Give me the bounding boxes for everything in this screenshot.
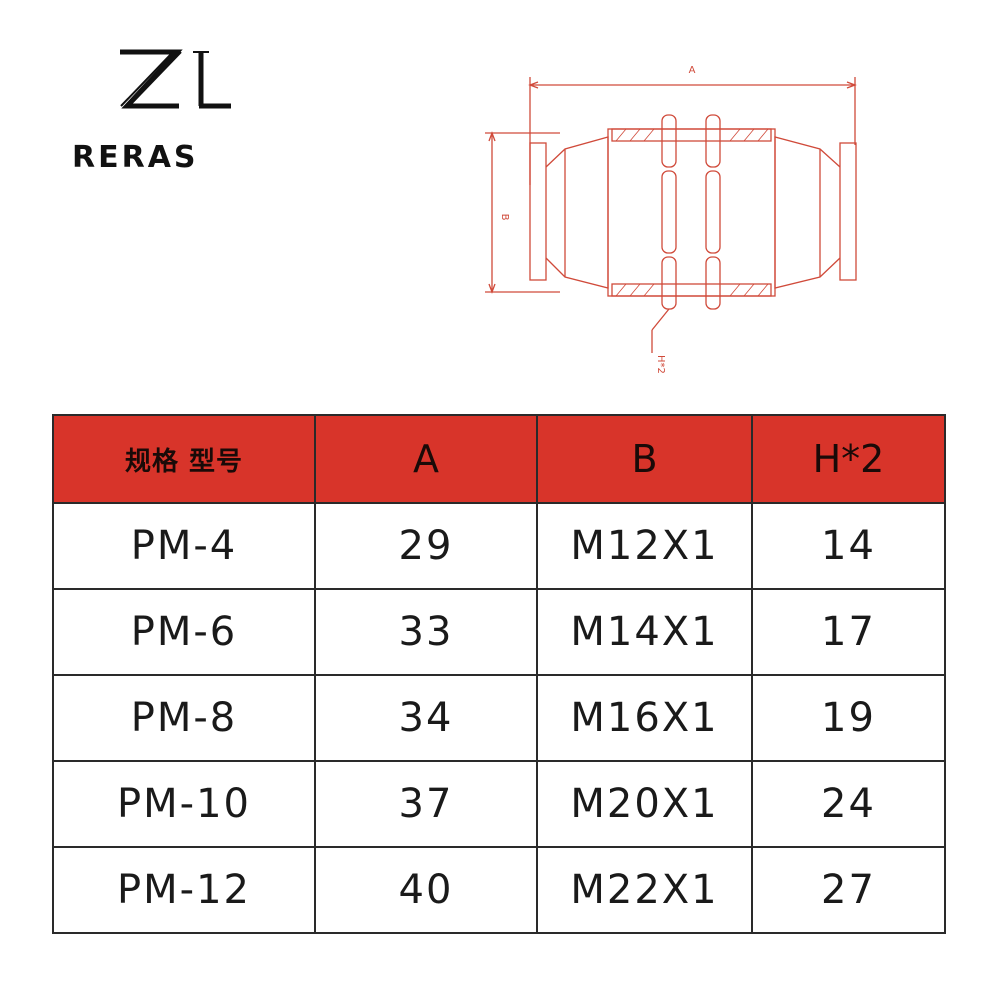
cell-h: 14 — [751, 502, 946, 590]
header-h: H*2 — [751, 414, 946, 504]
table-header-row: 规格 型号 A B H*2 — [52, 414, 946, 504]
cell-b: M22X1 — [536, 846, 753, 934]
dimension-a-label: A — [689, 65, 696, 76]
cell-b: M12X1 — [536, 502, 753, 590]
cell-model: PM-6 — [52, 588, 316, 676]
cell-model: PM-12 — [52, 846, 316, 934]
table-row: PM-8 34 M16X1 19 — [52, 674, 946, 762]
specification-table: 规格 型号 A B H*2 PM-4 29 M12X1 14 PM-6 33 M… — [52, 414, 946, 934]
table-row: PM-12 40 M22X1 27 — [52, 846, 946, 934]
cell-model: PM-10 — [52, 760, 316, 848]
brand-logo-mark: ZL — [115, 48, 235, 110]
cell-h: 24 — [751, 760, 946, 848]
cell-a: 34 — [314, 674, 538, 762]
header-a: A — [314, 414, 538, 504]
cell-h: 19 — [751, 674, 946, 762]
cell-a: 37 — [314, 760, 538, 848]
cell-b: M16X1 — [536, 674, 753, 762]
cell-h: 27 — [751, 846, 946, 934]
cell-model: PM-4 — [52, 502, 316, 590]
table-row: PM-10 37 M20X1 24 — [52, 760, 946, 848]
table-row: PM-4 29 M12X1 14 — [52, 502, 946, 590]
cell-a: 29 — [314, 502, 538, 590]
cell-model: PM-8 — [52, 674, 316, 762]
cell-a: 33 — [314, 588, 538, 676]
brand-name: RERAS — [72, 140, 199, 175]
dimension-h-label: H*2 — [655, 355, 666, 374]
cell-b: M14X1 — [536, 588, 753, 676]
cell-b: M20X1 — [536, 760, 753, 848]
table-row: PM-6 33 M14X1 17 — [52, 588, 946, 676]
header-b: B — [536, 414, 753, 504]
cell-a: 40 — [314, 846, 538, 934]
header-model: 规格 型号 — [52, 414, 316, 504]
fitting-dimension-drawing: A B H*2 — [470, 55, 870, 400]
cell-h: 17 — [751, 588, 946, 676]
dimension-b-label: B — [499, 214, 510, 221]
